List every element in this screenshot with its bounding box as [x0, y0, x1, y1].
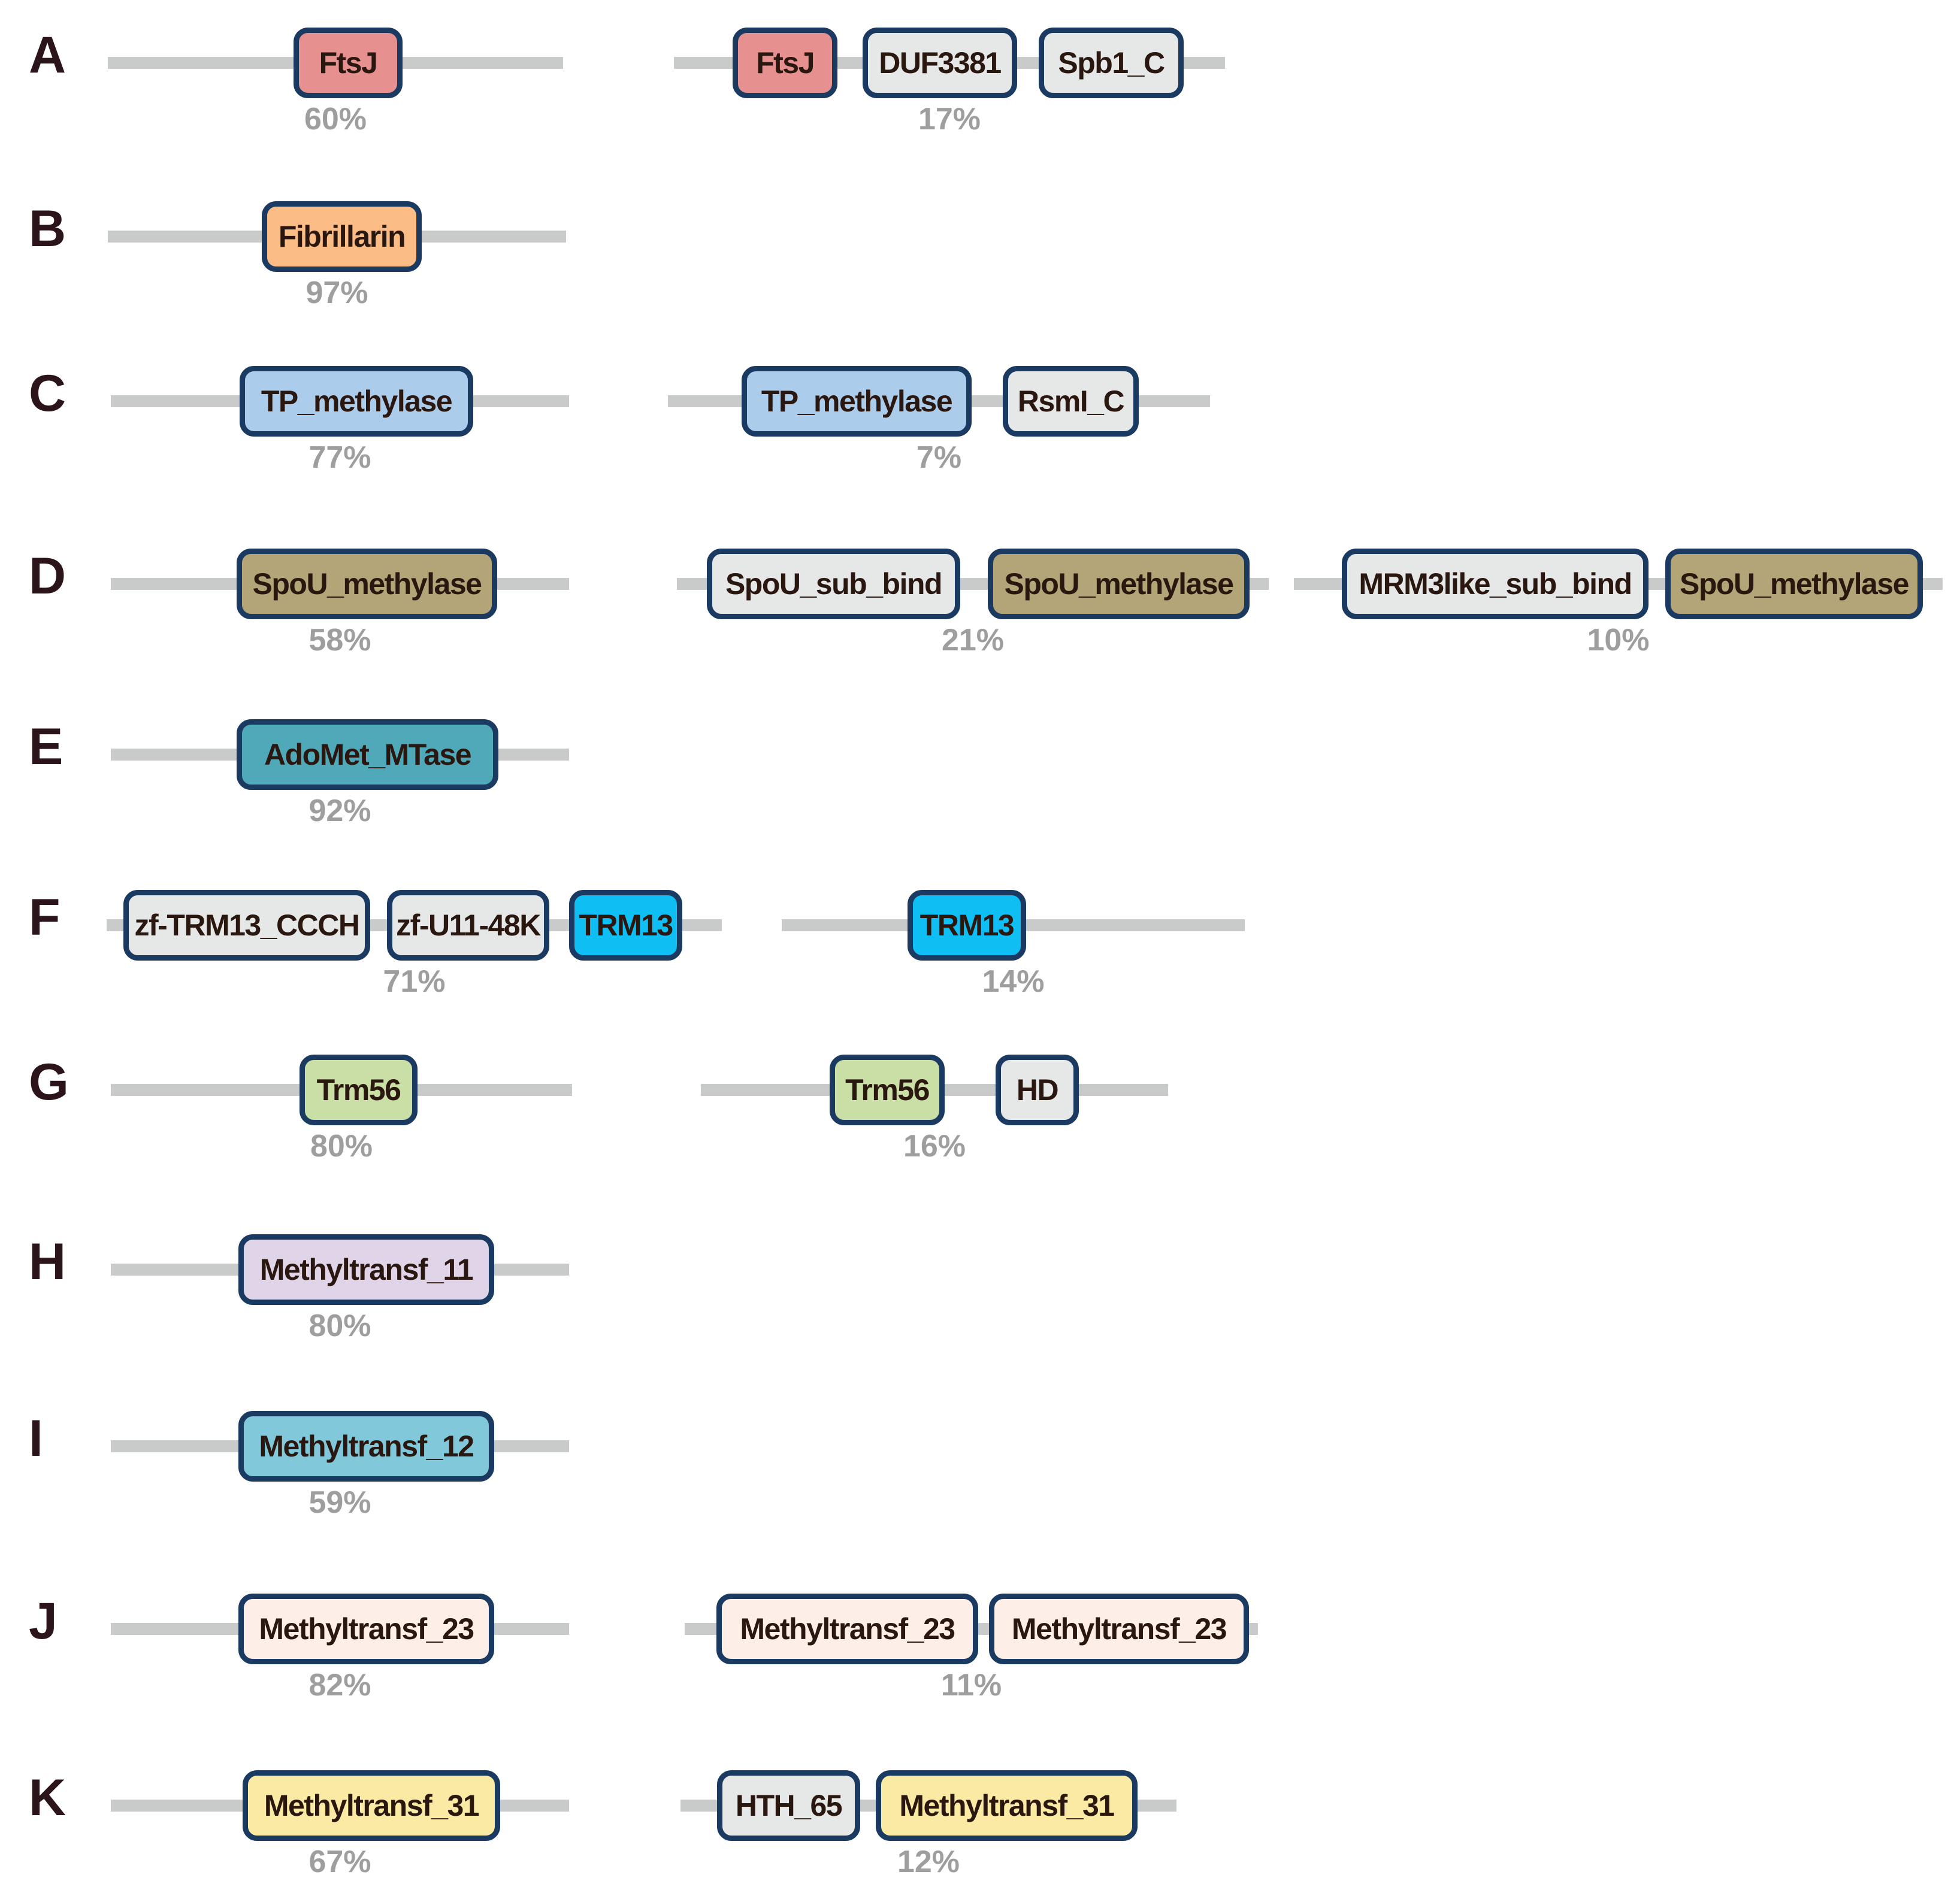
percent-label: 59% — [308, 1485, 371, 1520]
row-label: G — [29, 1053, 69, 1111]
row-label: J — [29, 1592, 58, 1650]
percent-label: 58% — [308, 623, 371, 658]
domain-box: HD — [996, 1055, 1079, 1125]
domain-box: Trm56 — [830, 1055, 945, 1125]
domain-box: Methyltransf_23 — [238, 1594, 494, 1664]
domain-box: FtsJ — [733, 28, 837, 98]
row-label: H — [29, 1233, 66, 1291]
domain-box: AdoMet_MTase — [237, 719, 498, 790]
row-label: D — [29, 547, 66, 605]
domain-box: Methyltransf_31 — [876, 1770, 1138, 1841]
percent-label: 80% — [308, 1309, 371, 1343]
domain-box: FtsJ — [294, 28, 403, 98]
domain-box: TRM13 — [569, 890, 682, 961]
domain-box: SpoU_sub_bind — [707, 549, 960, 619]
domain-box: zf-U11-48K — [387, 890, 549, 961]
domain-box: RsmI_C — [1003, 366, 1139, 437]
percent-label: 82% — [308, 1668, 371, 1703]
percent-label: 92% — [308, 793, 371, 828]
domain-box: Methyltransf_11 — [238, 1234, 494, 1305]
percent-label: 80% — [310, 1129, 373, 1164]
domain-box: DUF3381 — [863, 28, 1017, 98]
percent-label: 16% — [903, 1129, 966, 1164]
percent-label: 11% — [940, 1668, 1002, 1703]
domain-box: Trm56 — [300, 1055, 418, 1125]
domain-box: Methyltransf_31 — [243, 1770, 500, 1841]
row-label: C — [29, 365, 66, 422]
percent-label: 97% — [306, 275, 368, 310]
row-label: E — [29, 718, 63, 776]
percent-label: 17% — [918, 102, 981, 137]
row-label: A — [29, 26, 66, 84]
domain-box: TP_methylase — [240, 366, 473, 437]
domain-box: SpoU_methylase — [237, 549, 497, 619]
domain-box: Methyltransf_23 — [716, 1594, 978, 1664]
percent-label: 10% — [1587, 623, 1650, 658]
row-label: K — [29, 1769, 66, 1827]
percent-label: 77% — [308, 440, 371, 475]
domain-box: TRM13 — [908, 890, 1026, 961]
percent-label: 14% — [982, 964, 1045, 999]
domain-box: SpoU_methylase — [1665, 549, 1923, 619]
percent-label: 71% — [383, 964, 446, 999]
percent-label: 21% — [941, 623, 1005, 658]
domain-box: HTH_65 — [717, 1770, 860, 1841]
domain-box: Methyltransf_23 — [989, 1594, 1249, 1664]
domain-box: MRM3like_sub_bind — [1342, 549, 1649, 619]
domain-box: Methyltransf_12 — [238, 1411, 494, 1482]
percent-label: 60% — [304, 102, 367, 137]
percent-label: 7% — [916, 440, 962, 475]
percent-label: 12% — [897, 1845, 960, 1879]
domain-box: TP_methylase — [742, 366, 972, 437]
percent-label: 67% — [308, 1845, 371, 1879]
domain-box: SpoU_methylase — [988, 549, 1250, 619]
domain-box: Spb1_C — [1039, 28, 1184, 98]
row-label: F — [29, 889, 61, 946]
row-label: I — [29, 1410, 43, 1467]
row-label: B — [29, 200, 66, 258]
domain-box: Fibrillarin — [262, 201, 422, 272]
domain-box: zf-TRM13_CCCH — [123, 890, 370, 961]
